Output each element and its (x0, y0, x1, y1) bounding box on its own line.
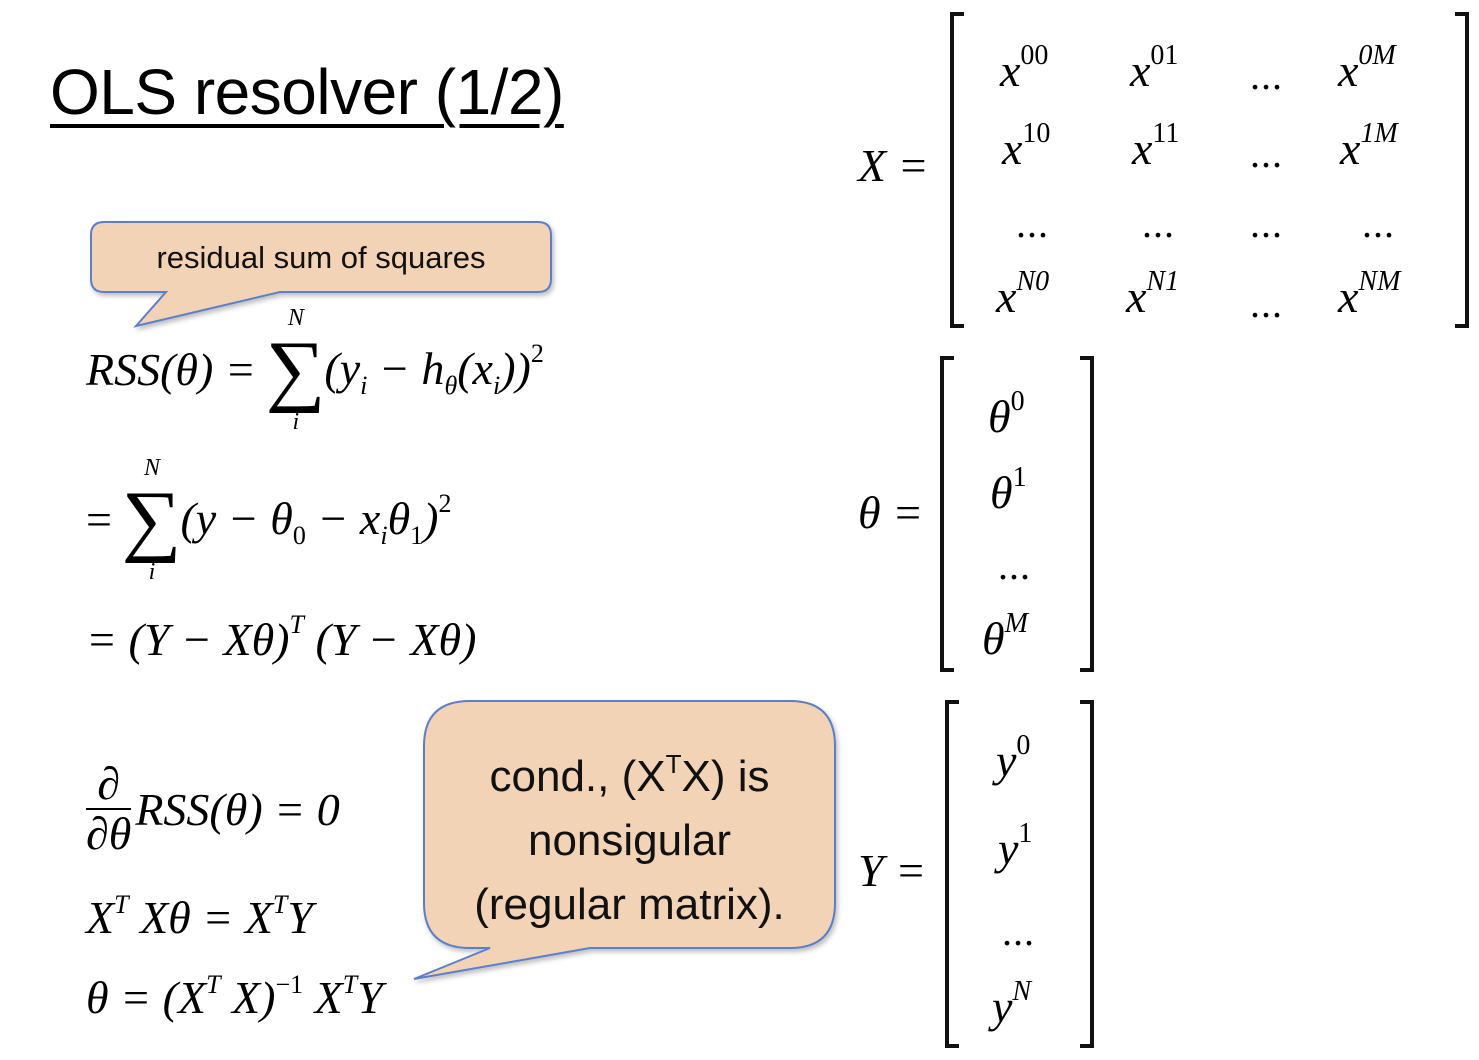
rss-callout-bubble (90, 221, 552, 328)
summation-symbol: N ∑ i (265, 305, 326, 435)
vector-theta-ellipsis: ... (998, 543, 1031, 588)
matrix-x-cell: x11 (1132, 118, 1180, 174)
rss-definition-equation: RSS(θ) = N ∑ i (yi − hθ(xi))2 (86, 305, 544, 435)
derivative-equation: ∂ ∂θ RSS(θ) = 0 (86, 758, 340, 859)
vector-y-cell: yN (992, 976, 1032, 1032)
vector-y-label: Y = (858, 845, 927, 896)
vector-theta-cell: θM (982, 608, 1028, 664)
matrix-x-cell: x01 (1130, 40, 1179, 96)
matrix-x-cell: xN0 (996, 266, 1050, 322)
solution-equation: θ = (XT X)−1 XTY (86, 970, 383, 1023)
matrix-x-ellipsis: ... (1016, 201, 1049, 246)
cond-line-2: nonsigular (527, 816, 732, 865)
cond-line-3: (regular matrix). (474, 880, 785, 929)
vector-y-right-bracket (1080, 700, 1094, 1048)
vector-y-cell: y0 (996, 730, 1031, 786)
summation-symbol: N ∑ i (122, 455, 182, 585)
matrix-x-cell: x10 (1002, 118, 1051, 174)
vector-theta-left-bracket (940, 356, 954, 672)
normal-equation: XT Xθ = XTY (86, 890, 313, 943)
matrix-x-cell: x1M (1340, 118, 1398, 174)
vector-y-left-bracket (945, 700, 959, 1048)
matrix-x-right-bracket (1455, 12, 1469, 328)
matrix-x-cell: x00 (1000, 40, 1049, 96)
rss-expanded-equation: = N ∑ i (y − θ0 − xiθ1)2 (86, 455, 452, 585)
cond-callout-text: cond., (XTX) is nonsigular (regular matr… (424, 732, 835, 937)
vector-y-cell: y1 (998, 818, 1033, 874)
matrix-x-cell: x0M (1338, 40, 1396, 96)
vector-y-ellipsis: ... (1002, 909, 1035, 954)
vector-theta-cell: θ1 (990, 462, 1027, 518)
matrix-x-cell: xNM (1338, 266, 1401, 322)
rss-callout-text: residual sum of squares (156, 240, 486, 275)
cond-callout-bubble (413, 700, 836, 980)
matrix-x-ellipsis: ... (1142, 201, 1175, 246)
matrix-x-ellipsis: ... (1250, 201, 1283, 246)
matrix-x-cell: xN1 (1126, 266, 1180, 322)
matrix-x-ellipsis: ... (1250, 53, 1283, 98)
slide-title: OLS resolver (1/2) (50, 56, 564, 128)
matrix-x-label: X = (858, 140, 929, 191)
matrix-x-left-bracket (950, 12, 964, 328)
matrix-x-ellipsis: ... (1250, 281, 1283, 326)
cond-line-1: cond., (XTX) is (489, 749, 770, 801)
vector-theta-cell: θ0 (988, 386, 1025, 442)
rss-matrix-equation: = (Y − Xθ)T (Y − Xθ) (86, 610, 477, 665)
matrix-x-ellipsis: ... (1250, 131, 1283, 176)
vector-theta-label: θ = (858, 487, 924, 538)
partial-derivative-fraction: ∂ ∂θ (86, 758, 132, 859)
vector-theta-right-bracket (1080, 356, 1094, 672)
matrix-x-ellipsis: ... (1362, 201, 1395, 246)
